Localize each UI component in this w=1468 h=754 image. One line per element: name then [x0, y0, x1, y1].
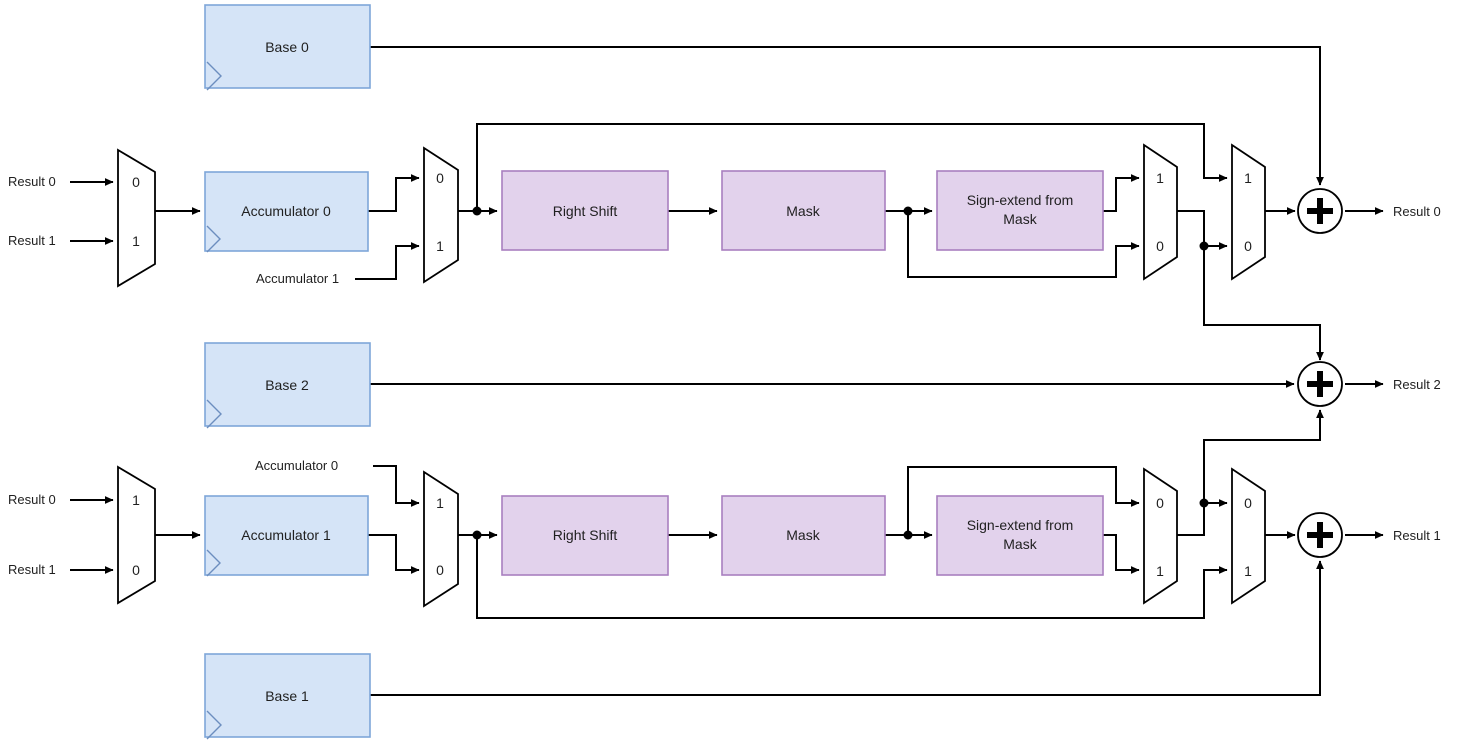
op-right-shift-bottom[interactable]: Right Shift: [501, 495, 669, 576]
label-top-result1-input: Result 1: [8, 233, 56, 248]
wire-botmux3-to-botmux4-sel0: [1177, 499, 1228, 536]
op-mask-bottom[interactable]: Mask: [721, 495, 886, 576]
op-sign-extend-top-line2: Mask: [1003, 211, 1037, 227]
label-bot-result1-input: Result 1: [8, 562, 56, 577]
adder-result2[interactable]: [1297, 361, 1343, 407]
register-accumulator1-label: Accumulator 1: [241, 527, 331, 543]
mux-top-input-sel-top: 0: [132, 174, 140, 190]
mux-top-second-sel-top: 0: [436, 170, 444, 186]
mux-bot-third[interactable]: 0 1: [1143, 467, 1178, 605]
wire-bot-branch-to-adder-result2: [1203, 409, 1324, 503]
register-accumulator0-label: Accumulator 0: [241, 203, 331, 219]
wire-acc1-to-botmux2-sel0: [368, 534, 420, 574]
mux-bot-third-sel-top: 0: [1156, 495, 1164, 511]
mux-top-third-sel-bottom: 0: [1156, 238, 1164, 254]
register-accumulator0[interactable]: Accumulator 0: [204, 171, 369, 253]
wire-signext-to-mux3-sel1: [1103, 174, 1140, 212]
adders: [1297, 188, 1343, 558]
label-output-result0: Result 0: [1393, 204, 1441, 219]
register-base2-label: Base 2: [265, 377, 309, 393]
op-right-shift-top[interactable]: Right Shift: [501, 170, 669, 251]
mux-top-third[interactable]: 1 0: [1143, 143, 1178, 281]
op-sign-extend-top-line1: Sign-extend from: [967, 192, 1074, 208]
adder-result0[interactable]: [1297, 188, 1343, 234]
register-blocks: Base 0 Base 2 Base 1 Accumulator 0 Accum: [204, 4, 371, 740]
mux-top-third-sel-top: 1: [1156, 170, 1164, 186]
mux-top-fourth[interactable]: 1 0: [1231, 143, 1266, 281]
label-output-result2: Result 2: [1393, 377, 1441, 392]
register-base1[interactable]: Base 1: [204, 653, 371, 740]
label-bot-result0-input: Result 0: [8, 492, 56, 507]
wire-top-branch-to-adder-result2: [1203, 246, 1324, 361]
register-base0-label: Base 0: [265, 39, 309, 55]
wire-mask-raw-to-mux3-sel0: [907, 211, 1140, 278]
register-base2[interactable]: Base 2: [204, 342, 371, 429]
wire-layer: [70, 46, 1384, 696]
io-labels: Result 0 Result 1 Accumulator 1 Result 0…: [8, 174, 1441, 577]
register-base0[interactable]: Base 0: [204, 4, 371, 91]
op-right-shift-top-label: Right Shift: [553, 203, 618, 219]
mux-bot-second-sel-bottom: 0: [436, 562, 444, 578]
mux-top-fourth-sel-top: 1: [1244, 170, 1252, 186]
wire-base0-to-adder-result0: [370, 46, 1324, 186]
mux-bot-second-sel-top: 1: [436, 495, 444, 511]
multiplexers: 0 1 0 1 1 0 1 0: [117, 143, 1266, 608]
mux-bot-input-sel-bottom: 0: [132, 562, 140, 578]
mux-top-second[interactable]: 0 1: [423, 146, 459, 284]
mux-top-second-sel-bottom: 1: [436, 238, 444, 254]
register-base1-label: Base 1: [265, 688, 309, 704]
op-mask-bottom-label: Mask: [786, 527, 820, 543]
wire-acc1-to-mux2-sel1: [355, 242, 420, 280]
operation-blocks: Right Shift Mask Sign-extend from Mask R…: [501, 170, 1104, 576]
mux-top-input[interactable]: 0 1: [117, 148, 156, 288]
mux-bot-fourth-sel-bottom: 1: [1244, 563, 1252, 579]
adder-result1[interactable]: [1297, 512, 1343, 558]
wire-base1-to-adder-result1: [370, 560, 1324, 696]
op-sign-extend-bottom-line2: Mask: [1003, 536, 1037, 552]
op-sign-extend-bottom[interactable]: Sign-extend from Mask: [936, 495, 1104, 576]
label-bot-accumulator0-input: Accumulator 0: [255, 458, 338, 473]
junction-dot-top-mux2out: [472, 206, 482, 216]
wire-mux3-to-mux4-sel0: [1177, 210, 1228, 250]
mux-top-input-sel-bottom: 1: [132, 233, 140, 249]
op-sign-extend-bottom-line1: Sign-extend from: [967, 517, 1074, 533]
mux-bot-third-sel-bottom: 1: [1156, 563, 1164, 579]
wire-top-bypass-to-mux4-sel1: [476, 123, 1228, 211]
mux-bot-fourth[interactable]: 0 1: [1231, 467, 1266, 605]
mux-bot-input[interactable]: 1 0: [117, 465, 156, 605]
mux-bot-input-sel-top: 1: [132, 492, 140, 508]
op-mask-top[interactable]: Mask: [721, 170, 886, 251]
wire-acc0-to-mux2-sel0: [368, 174, 420, 212]
op-mask-top-label: Mask: [786, 203, 820, 219]
register-accumulator1[interactable]: Accumulator 1: [204, 495, 369, 577]
label-top-result0-input: Result 0: [8, 174, 56, 189]
mux-bot-second[interactable]: 1 0: [423, 470, 459, 608]
mux-bot-fourth-sel-top: 0: [1244, 495, 1252, 511]
label-output-result1: Result 1: [1393, 528, 1441, 543]
op-sign-extend-top[interactable]: Sign-extend from Mask: [936, 170, 1104, 251]
op-right-shift-bottom-label: Right Shift: [553, 527, 618, 543]
wire-acc0label-to-botmux2-sel1: [373, 465, 420, 507]
wire-bot-bypass-to-mux4-sel1: [476, 535, 1228, 619]
wire-signext-to-botmux3-sel1: [1103, 534, 1140, 574]
mux-top-fourth-sel-bottom: 0: [1244, 238, 1252, 254]
label-top-accumulator1-input: Accumulator 1: [256, 271, 339, 286]
wire-mask-raw-to-botmux3-sel0: [907, 466, 1140, 535]
